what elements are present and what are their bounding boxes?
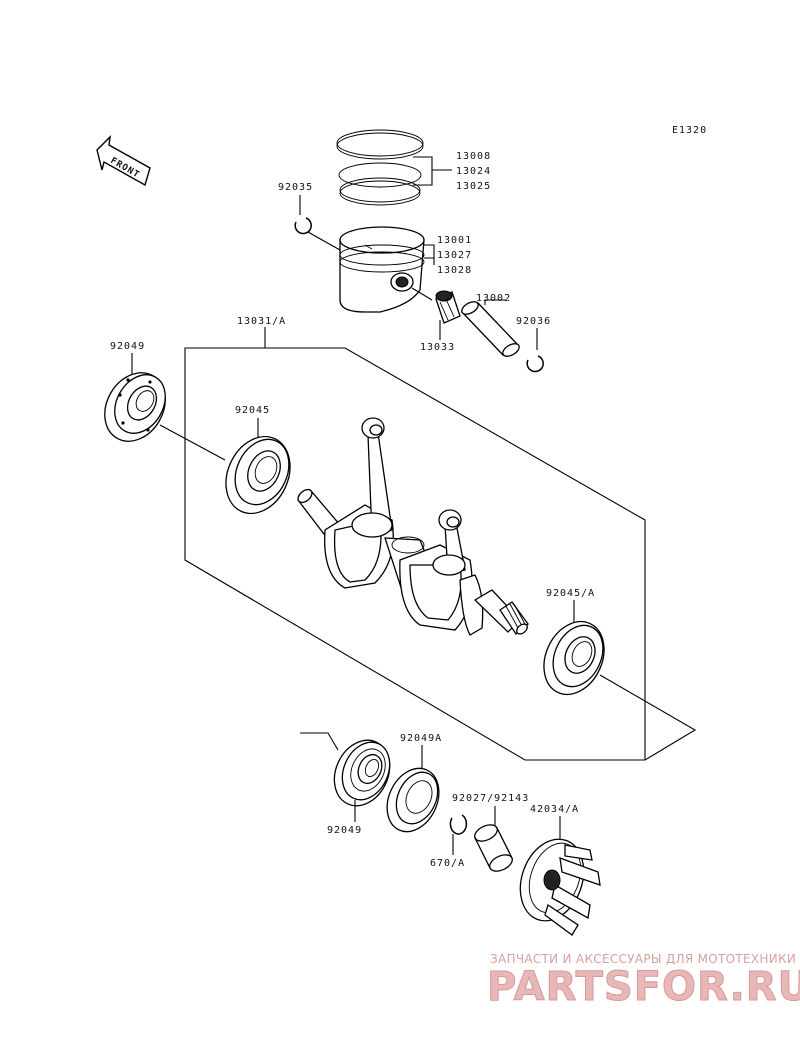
piston-leader <box>424 244 435 265</box>
piston <box>339 226 425 313</box>
label-92049-top: 92049 <box>110 341 145 352</box>
front-arrow-icon: FRONT <box>96 135 151 187</box>
label-92036: 92036 <box>516 316 551 327</box>
label-13001: 13001 <box>437 235 472 246</box>
label-13027: 13027 <box>437 250 472 261</box>
leader-13002 <box>484 299 505 305</box>
leader-circlip-piston <box>307 231 341 251</box>
oil-seal-92049A <box>386 767 440 833</box>
label-92045A: 92045/A <box>546 588 595 599</box>
label-92049-bottom: 92049 <box>327 825 362 836</box>
crankshaft <box>297 417 529 636</box>
lower-bracket-leader <box>300 732 339 751</box>
label-42034A: 42034/A <box>530 804 579 815</box>
oil-seal-bottom <box>333 739 391 807</box>
circlip-left <box>294 217 312 235</box>
label-13031A: 13031/A <box>237 316 286 327</box>
watermark-logo: PARTSFOR.RU <box>487 964 800 1010</box>
ball-bearing-left <box>225 435 291 515</box>
label-670A: 670/A <box>430 858 465 869</box>
label-13002: 13002 <box>476 293 511 304</box>
leader-bearing-right <box>525 674 697 761</box>
label-13025: 13025 <box>456 181 491 192</box>
label-92027: 92027/92143 <box>452 793 529 804</box>
label-92045: 92045 <box>235 405 270 416</box>
label-92035: 92035 <box>278 182 313 193</box>
piston-pin <box>460 301 520 357</box>
label-13008: 13008 <box>456 151 491 162</box>
label-13028: 13028 <box>437 265 472 276</box>
label-13033: 13033 <box>420 342 455 353</box>
ball-bearing-right <box>543 620 605 696</box>
collar <box>474 824 513 872</box>
rings-leader <box>413 156 452 186</box>
oil-seal-top <box>104 372 166 442</box>
leader-seal-bearing <box>159 424 226 461</box>
impeller <box>519 838 601 936</box>
circlip-670A <box>449 814 468 835</box>
piston-rings <box>336 129 424 206</box>
diagram-code: E1320 <box>672 125 707 136</box>
watermark-tagline: ЗАПЧАСТИ И АКСЕССУАРЫ ДЛЯ МОТОТЕХНИКИ <box>490 952 796 966</box>
label-13024: 13024 <box>456 166 491 177</box>
circlip-right <box>526 355 544 373</box>
needle-bearing <box>435 290 461 324</box>
leader-piston-bearing <box>411 287 433 301</box>
label-92049A: 92049A <box>400 733 442 744</box>
